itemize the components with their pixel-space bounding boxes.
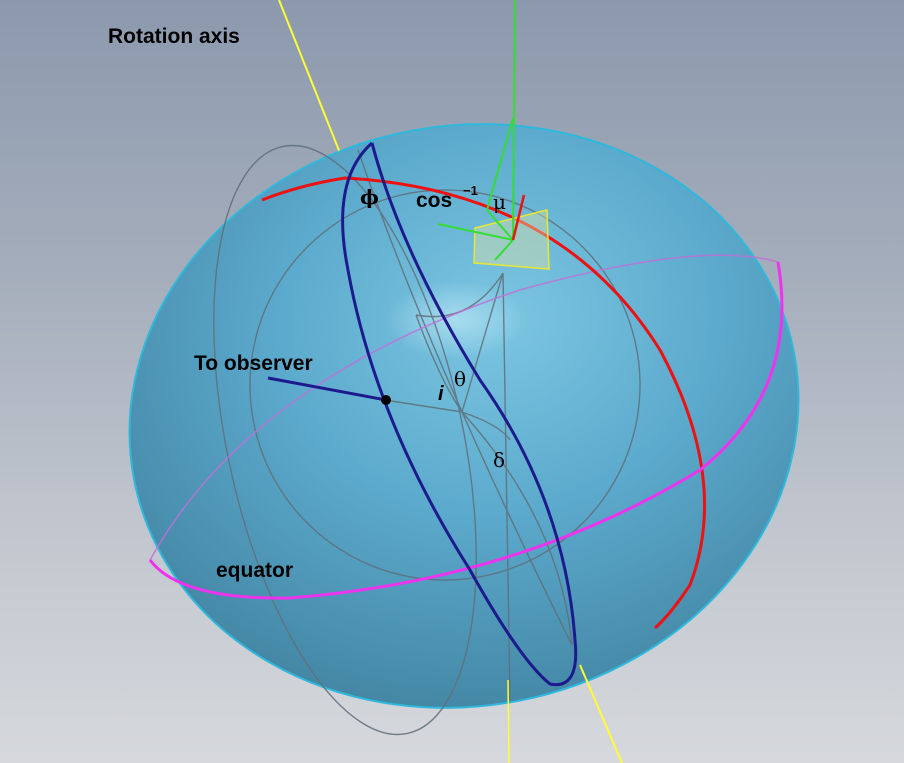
equator-back: [149, 254, 779, 561]
local-normal: [511, 194, 526, 241]
phi-symbol: ϕ: [360, 185, 379, 209]
rotation-axis-line-top: [278, 0, 351, 179]
observer-line: [267, 376, 387, 402]
cos-label: cos: [416, 189, 453, 212]
mu-symbol: μ: [493, 190, 506, 214]
red-meridian: [261, 176, 707, 630]
theta-symbol: θ: [454, 367, 467, 391]
cos-exponent-label: −1: [463, 183, 478, 198]
rotation-axis-line-bottom: [579, 664, 623, 763]
equator-label: equator: [216, 559, 294, 582]
rotation-axis-label: Rotation axis: [108, 25, 240, 48]
inclination-symbol: i: [438, 383, 444, 405]
sub-observer-point: [381, 395, 391, 405]
projected-axis-line: [507, 679, 510, 763]
observer-meridian: [341, 141, 578, 687]
delta-symbol: δ: [493, 448, 506, 472]
hidden-grid-lines: [213, 144, 641, 736]
to-observer-label: To observer: [194, 352, 313, 375]
equator-front: [148, 261, 784, 600]
normal-vectors: [437, 0, 516, 261]
